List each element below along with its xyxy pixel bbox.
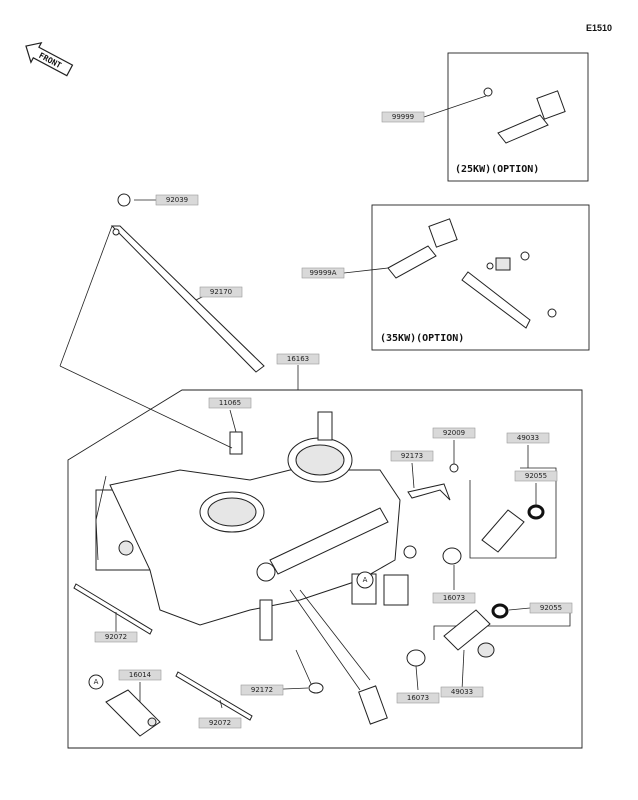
bulb-icon [483,87,493,97]
part-labels: 99999 92039 99999A 92170 16163 11065 920… [94,111,573,729]
ref-marker-a: A [363,576,368,584]
part-label-49033-top: 49033 [517,434,539,442]
washer-icon [442,547,462,565]
main-frame [67,389,583,749]
screw-icon [308,682,324,694]
part-label-99999: 99999 [392,113,414,121]
part-label-49033-low: 49033 [451,688,473,696]
sensor-connector-icon [358,685,388,725]
diagram-code: E1510 [586,23,612,33]
sensor-plate-icon [105,689,161,737]
part-label-92173: 92173 [401,452,423,460]
option-box-35kw: (35KW)(OPTION) [371,204,590,351]
part-label-92039: 92039 [166,196,188,204]
part-label-92009: 92009 [443,429,465,437]
part-label-16014: 16014 [129,671,152,679]
part-label-92055-right: 92055 [540,604,562,612]
ref-marker-a-lower: A [94,678,99,686]
strap-icon [110,225,265,373]
connector-housing [383,574,409,606]
bolt-icon [547,308,557,318]
fuel-rail [269,507,389,575]
option-35kw-label: (35KW)(OPTION) [380,333,464,344]
throttle-body-assembly: A [95,411,417,725]
part-label-16073-low: 16073 [407,694,429,702]
cable-tie-icon [73,583,153,635]
option-25kw-label: (25KW)(OPTION) [455,164,539,175]
resistor-connector-icon [387,245,437,279]
o-ring-icon [491,603,509,619]
cable-tie-icon [175,671,253,721]
o-ring-icon [527,504,545,520]
front-direction-icon: FRONT [25,41,74,77]
throttle-body [109,469,401,626]
resistor-connector-icon [497,114,549,144]
clamp-icon [407,483,451,501]
bracket-icon [461,271,531,329]
bolt-icon [520,251,530,261]
bolt-icon [117,193,131,207]
part-label-11065: 11065 [219,399,241,407]
sensor-16014-group: A [88,674,161,737]
injector-icon [481,509,525,553]
strap-assembly [110,193,265,373]
screw-icon [449,463,459,473]
part-label-16073-mid: 16073 [443,594,465,602]
collar-icon [495,257,511,271]
part-label-92170: 92170 [210,288,232,296]
part-label-92055-top: 92055 [525,472,547,480]
option-box-25kw: (25KW)(OPTION) [447,52,589,182]
washer-icon [406,649,426,667]
cap-icon [229,431,243,455]
injector-left [259,599,273,641]
leader-lines [59,95,537,709]
part-label-92072-bottom: 92072 [209,719,231,727]
part-label-92172: 92172 [251,686,273,694]
part-label-16163: 16163 [287,355,309,363]
part-label-99999A: 99999A [309,269,336,277]
injector-bottom-group [406,603,571,667]
injector-top-group [442,467,557,565]
part-label-92072-left: 92072 [105,633,127,641]
injector-icon [443,609,491,651]
